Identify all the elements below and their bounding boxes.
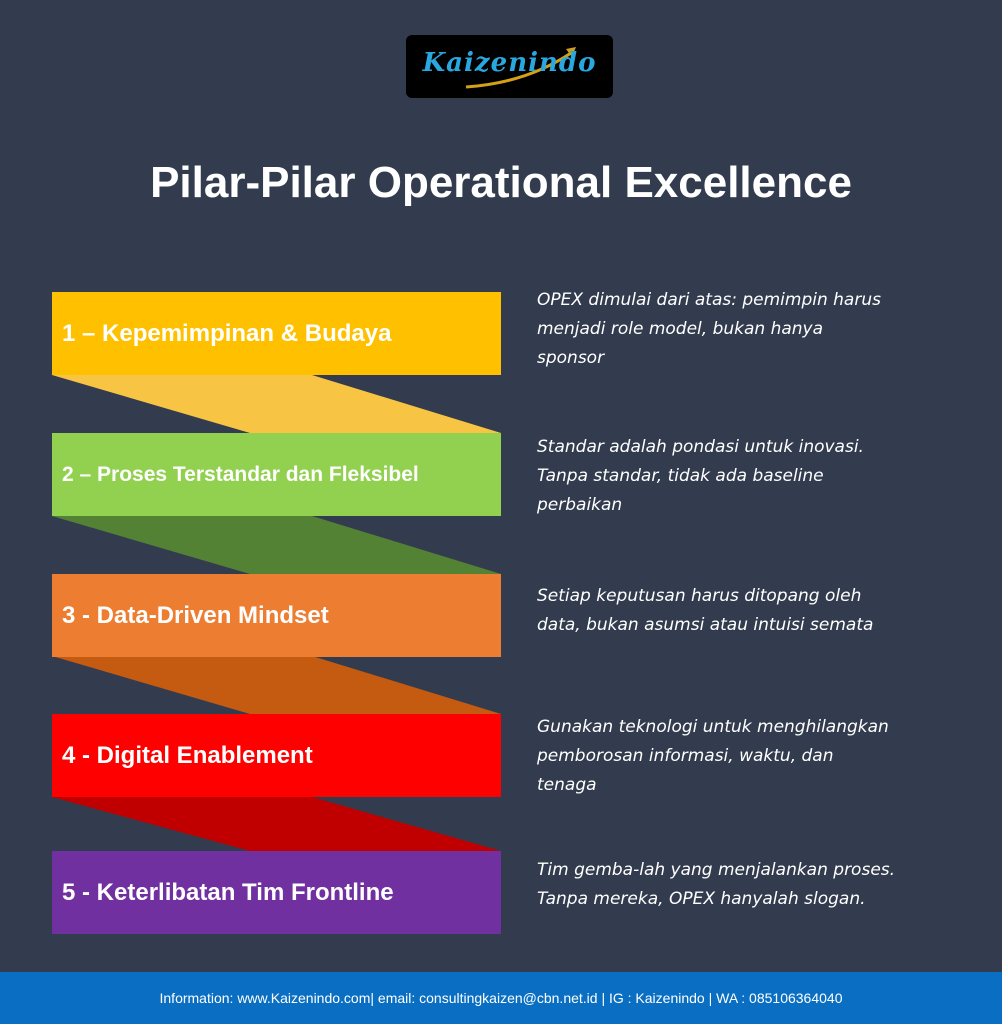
pillar-3-label: 3 - Data-Driven Mindset	[62, 601, 329, 629]
pillar-4-label: 4 - Digital Enablement	[62, 741, 313, 769]
pillar-5: 5 - Keterlibatan Tim Frontline	[52, 851, 501, 934]
logo-text: Kaizenindo	[422, 48, 597, 78]
pillar-4: 4 - Digital Enablement	[52, 714, 501, 797]
pillar-3: 3 - Data-Driven Mindset	[52, 574, 501, 657]
pillar-2: 2 – Proses Terstandar dan Fleksibel	[52, 433, 501, 516]
page-title: Pilar-Pilar Operational Excellence	[150, 158, 852, 207]
logo: Kaizenindo	[406, 35, 613, 98]
ribbon-2-3	[52, 516, 501, 574]
pillar-1: 1 – Kepemimpinan & Budaya	[52, 292, 501, 375]
pillar-3-description: Setiap keputusan harus ditopang oleh dat…	[537, 586, 874, 635]
footer-contact-bar: Information: www.Kaizenindo.com| email: …	[0, 972, 1002, 1024]
footer-text: Information: www.Kaizenindo.com| email: …	[159, 990, 843, 1006]
pillar-5-description: Tim gemba-lah yang menjalankan proses. T…	[537, 860, 896, 909]
ribbon-connectors	[52, 375, 501, 851]
pillar-4-description: Gunakan teknologi untuk menghilangkan pe…	[537, 717, 889, 795]
pillar-1-label: 1 – Kepemimpinan & Budaya	[62, 319, 392, 347]
pillar-5-label: 5 - Keterlibatan Tim Frontline	[62, 878, 394, 906]
pillar-2-label: 2 – Proses Terstandar dan Fleksibel	[62, 462, 419, 486]
pillar-1-description: OPEX dimulai dari atas: pemimpin harus m…	[537, 290, 881, 368]
pillar-2-description: Standar adalah pondasi untuk inovasi. Ta…	[537, 437, 864, 515]
ribbon-3-4	[52, 656, 501, 714]
ribbon-4-5	[52, 797, 501, 851]
logo-swoosh-icon	[465, 47, 576, 89]
ribbon-1-2	[52, 375, 501, 433]
